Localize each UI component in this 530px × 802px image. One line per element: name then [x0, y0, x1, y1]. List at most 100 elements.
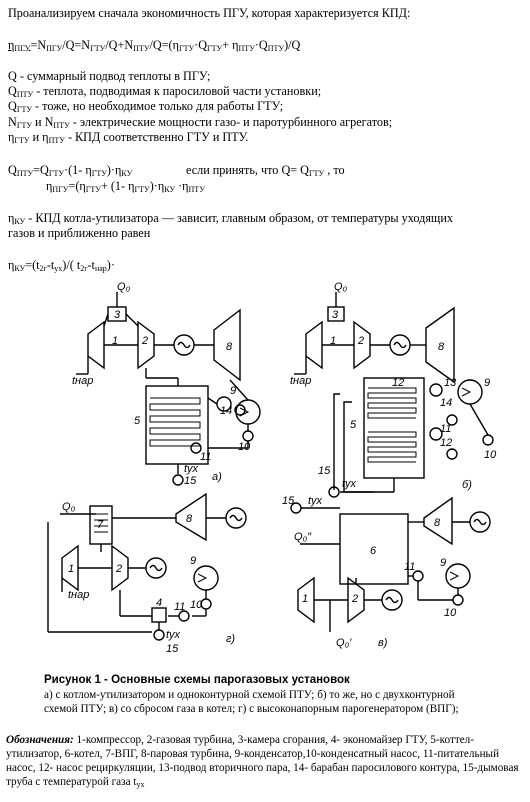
label-1b: 1	[330, 335, 336, 347]
label-tnar-a: tнар	[72, 375, 93, 387]
label-8v: 8	[434, 517, 441, 529]
boiler-6v	[339, 513, 409, 585]
gas-turbine-2v	[347, 576, 365, 624]
label-q0p-v: Q₀′	[336, 637, 352, 649]
stack-15b	[328, 486, 340, 498]
label-2a: 2	[141, 335, 148, 347]
def-eta: ηГТУ и ηПТУ - КПД соответственно ГТУ и П…	[8, 130, 249, 145]
eta-ku-desc-2: газов и приближенно равен	[8, 226, 151, 240]
compressor-1g	[61, 544, 79, 592]
pump-10v	[452, 594, 464, 606]
label-12b-top: 12	[392, 377, 404, 389]
label-15v: 15	[282, 495, 295, 507]
label-8a: 8	[226, 341, 233, 353]
label-9g: 9	[190, 555, 196, 567]
label-10a: 10	[238, 441, 251, 453]
label-9v: 9	[440, 557, 446, 569]
label-q0-g: Q₀	[62, 501, 76, 513]
label-14a: 14	[220, 405, 232, 417]
scheme-b	[294, 292, 494, 498]
pump-12b	[446, 448, 458, 460]
label-sub-v: в)	[378, 637, 388, 649]
stack-15a	[172, 474, 184, 486]
steam-turbine-8v	[423, 496, 453, 546]
label-2v: 2	[351, 593, 358, 605]
scheme-v	[290, 496, 491, 632]
scheme-g	[47, 492, 247, 641]
generator-v	[381, 589, 403, 611]
label-15b: 15	[318, 465, 331, 477]
label-4g: 4	[156, 597, 162, 609]
label-3b: 3	[332, 309, 339, 321]
label-tux-a: tух	[184, 463, 199, 475]
label-1v: 1	[302, 593, 308, 605]
legend-text: 1-компрессор, 2-газовая турбина, 3-камер…	[6, 734, 519, 788]
gas-turbine-2a	[137, 320, 155, 370]
formula-eta-pgu-2: ηПГУ=(ηГТУ+ (1- ηГТУ)·ηКУ ·ηПТУ	[46, 179, 205, 194]
formula-eta-pgu: ηПГУ=NПГУ/Q=NГТУ/Q+NПТУ/Q=(ηГТУ·QГТУ+ ηП…	[8, 38, 300, 53]
label-5a: 5	[134, 415, 141, 427]
label-15a: 15	[184, 475, 197, 487]
pump-10g	[200, 598, 212, 610]
label-3a: 3	[114, 309, 121, 321]
compressor-1v	[297, 576, 315, 624]
def-q: Q - суммарный подвод теплоты в ПГУ;	[8, 69, 211, 83]
label-tux-g: tух	[166, 629, 181, 641]
label-8g: 8	[186, 513, 193, 525]
legend: Обозначения: 1-компрессор, 2-газовая тур…	[6, 733, 526, 789]
steam-turbine-8b	[425, 306, 455, 384]
label-q0pp-v: Q₀″	[294, 531, 312, 543]
label-sub-a: а)	[212, 471, 222, 483]
economizer-4g	[151, 607, 167, 623]
label-tux-b: tух	[342, 478, 357, 490]
label-sub-g: г)	[226, 633, 235, 645]
scheme-a	[76, 292, 261, 486]
formula-eta-ku: ηКУ=(t2г-tух)/( t2г-tнар)·	[8, 258, 115, 273]
label-tnar-b: tнар	[290, 375, 311, 387]
def-q-ptu: QПТУ - теплота, подводимая к паросиловой…	[8, 84, 322, 99]
label-tnar-g: tнар	[68, 589, 89, 601]
label-2b: 2	[357, 335, 364, 347]
label-5b: 5	[350, 419, 357, 431]
compressor-1a	[87, 320, 105, 370]
def-q-gtu: QГТУ - тоже, но необходимое только для р…	[8, 99, 284, 114]
label-9a: 9	[230, 385, 236, 397]
generator-v-top	[469, 511, 491, 533]
label-10g: 10	[190, 599, 203, 611]
gas-turbine-2b	[353, 320, 371, 370]
pump-11b	[446, 414, 458, 426]
def-n: NГТУ и NПТУ - электрические мощности газ…	[8, 115, 393, 130]
eta-pgu-symbol: ηПГУ	[8, 38, 31, 53]
pump-10b	[482, 434, 494, 446]
label-q0-b: Q₀	[334, 282, 348, 293]
label-6v: 6	[370, 545, 377, 557]
hrsg-5a	[145, 385, 209, 465]
label-14b: 14	[440, 397, 452, 409]
steam-turbine-8a	[213, 308, 241, 382]
pump-11a	[190, 442, 202, 454]
formula-note: если принять, что Q= QГТУ , то	[186, 163, 345, 178]
label-11v: 11	[404, 561, 415, 573]
figure-caption-line-2: схемой ПТУ; в) со сбросом газа в котел; …	[44, 703, 459, 715]
label-12b: 12	[440, 437, 452, 449]
stack-15g	[153, 629, 165, 641]
label-13b: 13	[444, 377, 457, 389]
label-8b: 8	[438, 341, 445, 353]
legend-label: Обозначения:	[6, 734, 74, 746]
legend-sub: ух	[136, 780, 145, 789]
label-10b: 10	[484, 449, 497, 461]
label-7g: 7	[97, 519, 104, 531]
label-11b: 11	[440, 423, 451, 435]
label-tux-v: tух	[308, 495, 323, 507]
label-2g: 2	[115, 563, 122, 575]
label-q0-a: Q₀	[117, 282, 131, 293]
label-11a: 11	[200, 451, 211, 463]
drum-14b-1	[429, 383, 443, 397]
generator-g-top	[225, 507, 247, 529]
label-9b: 9	[484, 377, 490, 389]
figure-caption-line-1: а) с котлом-утилизатором и одноконтурной…	[44, 689, 455, 701]
intro-text: Проанализируем сначала экономичность ПГУ…	[8, 6, 411, 20]
gas-turbine-2g	[111, 544, 129, 592]
compressor-1b	[305, 320, 323, 370]
label-1a: 1	[112, 335, 118, 347]
